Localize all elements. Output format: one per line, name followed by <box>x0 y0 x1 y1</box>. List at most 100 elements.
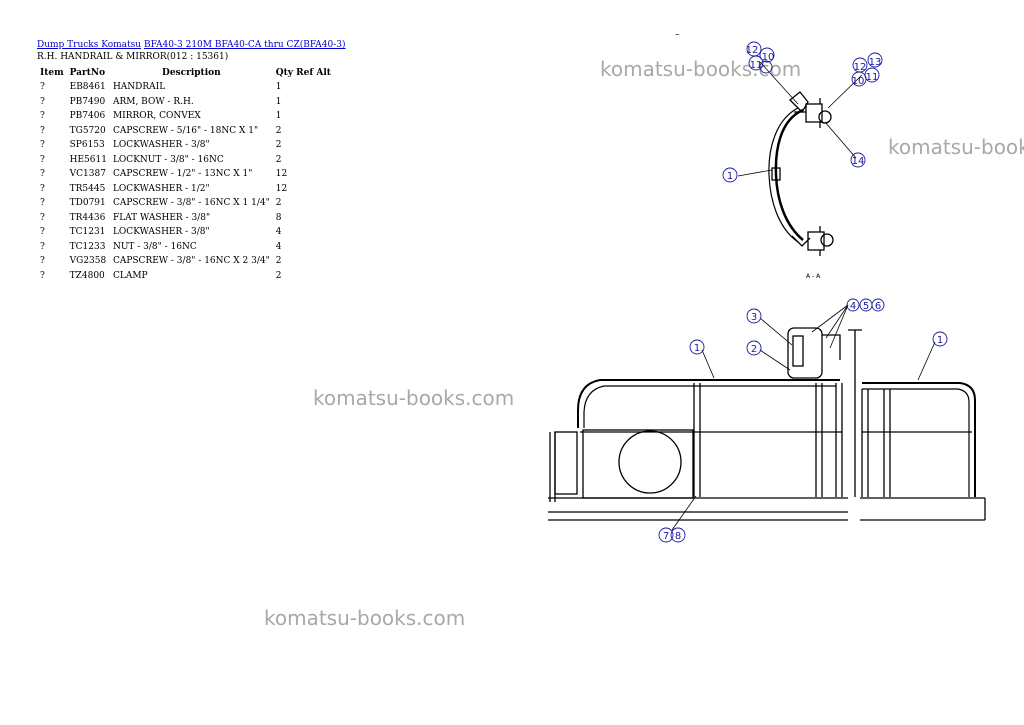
handrail-right-post-inner <box>861 389 869 497</box>
callout-label: 3 <box>751 312 757 323</box>
header-item: Item <box>40 68 64 78</box>
cell-partno: TC1233 <box>69 241 106 252</box>
cab-panel <box>554 431 578 495</box>
header-description: Description <box>162 68 221 78</box>
callout-label: 12 <box>746 45 759 56</box>
leader-line <box>701 349 715 379</box>
cell-qty: 2 <box>275 256 282 267</box>
cell-description: CAPSCREW - 5/16" - 18NC X 1" <box>112 125 259 136</box>
breadcrumb: Dump Trucks Komatsu BFA40-3 210M BFA40-C… <box>37 40 346 50</box>
leader-line <box>811 304 849 349</box>
cell-qty: 2 <box>275 198 282 209</box>
callouts <box>658 41 948 543</box>
handrail-right-top <box>862 382 976 497</box>
cell-item: ? <box>40 125 45 136</box>
cell-description: CAPSCREW - 3/8" - 16NC X 1 1/4" <box>112 198 270 209</box>
callout-label: 6 <box>875 301 881 312</box>
cell-partno: SP6153 <box>69 140 105 151</box>
cell-description: CAPSCREW - 1/2" - 13NC X 1" <box>112 169 253 180</box>
page-title: R.H. HANDRAIL & MIRROR(012 : 15361) <box>37 52 229 62</box>
leader-line <box>827 74 863 109</box>
cell-item: ? <box>40 154 45 165</box>
dash-mark: – <box>675 30 680 40</box>
cell-description: MIRROR, CONVEX <box>112 111 201 122</box>
cell-item: ? <box>40 140 45 151</box>
mirror-arm <box>822 334 841 360</box>
cell-qty: 1 <box>275 82 282 93</box>
cell-item: ? <box>40 169 45 180</box>
callout-label: 14 <box>852 156 865 167</box>
fan-shroud <box>618 430 682 494</box>
cell-partno: TC1231 <box>69 227 106 238</box>
table-row: ? SP6153 LOCKWASHER - 3/8" 2 <box>37 138 334 153</box>
callout-label: 13 <box>869 57 882 68</box>
cell-qty: 1 <box>275 96 282 107</box>
handrail-left-post-2 <box>815 383 823 497</box>
cell-partno: TR4436 <box>69 212 106 223</box>
header-qty: Qty <box>275 68 293 78</box>
cell-item: ? <box>40 111 45 122</box>
header-ref: Ref <box>296 68 314 78</box>
cell-partno: VG2358 <box>69 256 107 267</box>
callout-label: 5 <box>863 301 869 312</box>
watermark-3: komatsu-books.com <box>313 386 515 410</box>
cell-description: LOCKNUT - 3/8" - 16NC <box>112 154 224 165</box>
deck-lines-right <box>860 497 985 521</box>
leader-line <box>759 61 799 105</box>
callout-label: 7 <box>663 531 669 542</box>
handrail-left-post-1 <box>693 383 701 497</box>
handrail-right-top-inner <box>862 388 970 497</box>
cell-partno: TD0791 <box>69 198 106 209</box>
cell-item: ? <box>40 256 45 267</box>
header-alt: Alt <box>316 68 331 78</box>
cell-qty: 2 <box>275 270 282 281</box>
upper-clamp-block <box>805 103 823 123</box>
cell-description: ARM, BOW - R.H. <box>112 96 194 107</box>
callout-label: 8 <box>675 531 681 542</box>
callout-label: 1 <box>937 335 943 346</box>
callout-label: 10 <box>762 52 775 63</box>
watermark-4: komatsu-books.com <box>264 606 466 630</box>
cell-description: LOCKWASHER - 3/8" <box>112 227 210 238</box>
cell-description: HANDRAIL <box>112 82 166 93</box>
breadcrumb-link-dump-trucks[interactable]: Dump Trucks Komatsu <box>37 40 142 50</box>
cell-qty: 1 <box>275 111 282 122</box>
leader-line <box>759 317 793 346</box>
leader-line <box>737 169 773 177</box>
table-header-row: Item PartNo Description Qty Ref Alt <box>37 66 334 80</box>
cell-partno: EB8461 <box>69 82 106 93</box>
breadcrumb-link-model[interactable]: BFA40-3 210M BFA40-CA thru CZ(BFA40-3) <box>143 40 346 50</box>
callout-label: 11 <box>750 60 763 71</box>
callout-label: 4 <box>850 301 856 312</box>
cell-description: CLAMP <box>112 270 148 281</box>
cell-qty: 4 <box>275 227 282 238</box>
cell-qty: 2 <box>275 140 282 151</box>
callout-label: 1 <box>694 343 700 354</box>
table-row: ? TD0791 CAPSCREW - 3/8" - 16NC X 1 1/4" 2 <box>37 196 334 211</box>
cell-item: ? <box>40 96 45 107</box>
mirror-back <box>792 335 804 367</box>
cell-description: LOCKWASHER - 3/8" <box>112 140 210 151</box>
handrail-right-post <box>883 389 891 497</box>
leader-line <box>824 121 857 159</box>
upright-post <box>848 329 862 497</box>
bow-arm-outer <box>774 108 804 241</box>
cell-item: ? <box>40 270 45 281</box>
cell-item: ? <box>40 212 45 223</box>
cell-item: ? <box>40 198 45 209</box>
section-label: A - A <box>806 273 821 280</box>
deck-lines <box>548 497 848 521</box>
